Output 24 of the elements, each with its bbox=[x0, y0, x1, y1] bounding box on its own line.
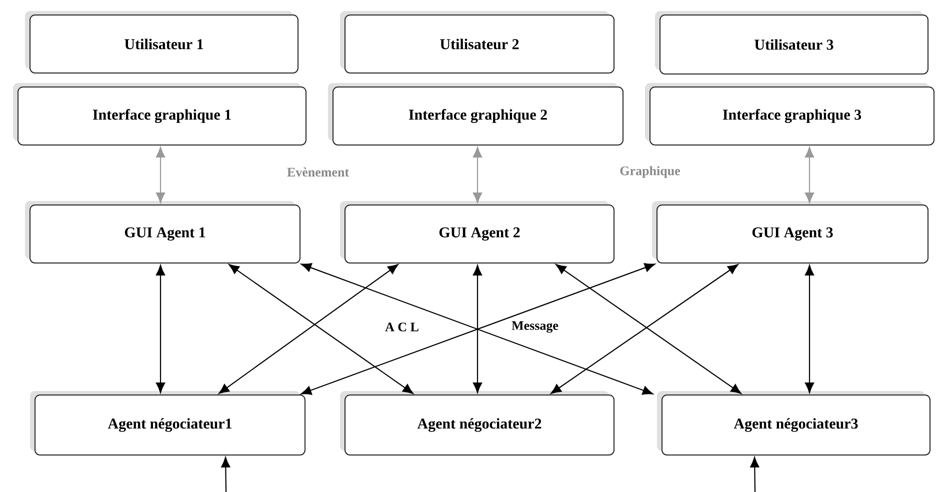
process-box: Agent négociateur3 bbox=[657, 390, 930, 456]
process-box: Utilisateur 1 bbox=[25, 11, 298, 74]
label: A C L bbox=[384, 322, 420, 332]
process-box: Interface graphique 1 bbox=[13, 83, 306, 146]
label: Message bbox=[510, 320, 560, 334]
process-box: Agent négociateur2 bbox=[340, 390, 614, 456]
label: Evènement bbox=[286, 166, 350, 178]
process-box: GUI Agent 3 bbox=[652, 200, 928, 264]
arrow bbox=[156, 147, 166, 203]
arrow bbox=[804, 147, 814, 203]
process-box: Interface graphique 2 bbox=[328, 83, 624, 146]
process-box: Utilisateur 3 bbox=[655, 11, 928, 74]
arrow bbox=[472, 265, 482, 393]
process-box: Agent négociateur1 bbox=[30, 390, 306, 456]
arrow bbox=[804, 265, 814, 393]
process-box: Utilisateur 2 bbox=[340, 11, 614, 74]
arrow bbox=[221, 457, 230, 492]
arrow bbox=[750, 457, 760, 492]
process-box: Interface graphique 3 bbox=[645, 83, 934, 146]
label: Graphique bbox=[618, 165, 682, 179]
arrow bbox=[156, 265, 166, 393]
process-box: GUI Agent 1 bbox=[25, 200, 300, 264]
arrow bbox=[472, 147, 482, 203]
process-box: GUI Agent 2 bbox=[340, 200, 614, 264]
